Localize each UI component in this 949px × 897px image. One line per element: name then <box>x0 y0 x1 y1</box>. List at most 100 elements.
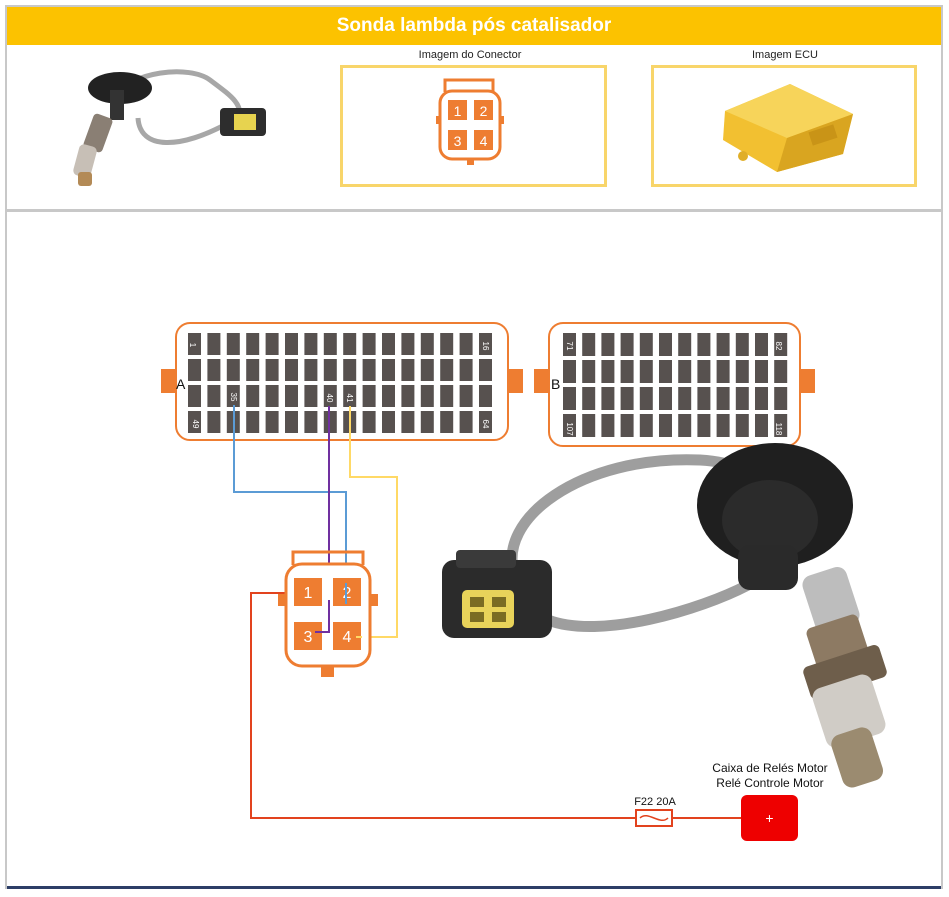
ecu-pin <box>226 333 240 355</box>
ecu-pin <box>639 360 653 383</box>
ecu-pin <box>716 360 730 383</box>
ecu-pin <box>188 359 201 381</box>
ecu-pin <box>755 333 768 356</box>
ecu-pin <box>582 360 596 383</box>
ecu-pin <box>678 414 692 437</box>
connector-thumbnail: 1 2 3 4 <box>436 78 504 165</box>
thumb-pin-3: 3 <box>454 133 462 149</box>
ecu-pin <box>188 385 201 407</box>
ecu-pin <box>459 411 473 433</box>
ecu-pin <box>459 385 473 407</box>
ecu-pin <box>207 411 221 433</box>
ecu-connector-a-pins <box>188 333 492 433</box>
thumb-pin-2: 2 <box>480 103 488 119</box>
ecu-pin <box>601 387 615 410</box>
ecu-pin <box>582 333 596 356</box>
oxygen-sensor-illustration <box>442 443 887 788</box>
ecu-pin <box>304 359 318 381</box>
ecu-pin <box>440 359 454 381</box>
ecu-pin <box>246 411 260 433</box>
ecu-pin <box>755 414 768 437</box>
bottom-border <box>7 886 941 889</box>
pin-label-a1: 1 <box>188 343 197 348</box>
power-source-relay <box>741 795 798 841</box>
pin-label-a35: 35 <box>229 393 238 402</box>
ecu-pin <box>207 333 221 355</box>
pin-label-b82: 82 <box>774 342 783 351</box>
thumb-pin-1: 1 <box>454 103 462 119</box>
ecu-pin <box>265 359 279 381</box>
page-title: Sonda lambda pós catalisador <box>7 7 941 45</box>
connector-b-label: B <box>551 376 560 392</box>
ecu-pin <box>304 333 318 355</box>
ecu-pin <box>678 387 692 410</box>
ecu-pin <box>401 359 415 381</box>
ecu-pin <box>420 333 434 355</box>
ecu-pin <box>735 333 749 356</box>
ecu-pin <box>362 333 376 355</box>
ecu-pin <box>401 385 415 407</box>
ecu-pin <box>382 359 395 381</box>
ecu-pin <box>265 385 279 407</box>
pin-label-b118: 118 <box>774 423 783 436</box>
ecu-pin <box>440 333 454 355</box>
connector-pin-3: 3 <box>304 629 313 646</box>
ecu-pin <box>755 360 768 383</box>
ecu-pin <box>735 387 749 410</box>
ecu-pin <box>639 387 653 410</box>
connector-image-caption: Imagem do Conector <box>418 49 522 61</box>
ecu-pin <box>716 414 730 437</box>
connector-pin-2: 2 <box>343 585 352 602</box>
ecu-pin <box>362 411 376 433</box>
ecu-pin <box>735 414 749 437</box>
relay-box-label: Caixa de Relés Motor <box>712 761 827 775</box>
ecu-pin <box>207 359 221 381</box>
ecu-pin <box>304 385 318 407</box>
ecu-connector-a <box>175 322 509 441</box>
pin-label-a64: 64 <box>481 420 490 429</box>
ecu-pin <box>620 387 634 410</box>
ecu-pin <box>659 333 672 356</box>
relay-label: Relé Controle Motor <box>716 776 823 790</box>
ecu-pin <box>755 387 768 410</box>
ecu-pin <box>304 411 318 433</box>
ecu-pin <box>774 414 788 437</box>
ecu-pin <box>188 333 201 355</box>
connector-a-label: A <box>176 376 186 392</box>
ecu-pin <box>735 360 749 383</box>
ecu-pin <box>285 411 298 433</box>
ecu-pin <box>207 385 221 407</box>
ecu-pin <box>285 385 298 407</box>
ecu-pin <box>362 359 376 381</box>
connector-image-box <box>340 65 607 187</box>
ecu-pin <box>323 359 337 381</box>
connector-pin-4: 4 <box>343 629 352 646</box>
ecu-pin <box>479 411 492 433</box>
ecu-image-caption: Imagem ECU <box>751 49 819 61</box>
ecu-pin <box>285 359 298 381</box>
ecu-pin <box>697 387 711 410</box>
ecu-pin <box>774 333 788 356</box>
ecu-pin <box>265 333 279 355</box>
fuse-label: F22 20A <box>634 796 676 808</box>
sensor-thumbnail <box>73 69 266 186</box>
ecu-pin <box>382 333 395 355</box>
ecu-pin <box>420 359 434 381</box>
ecu-pin <box>226 385 240 407</box>
ecu-pin <box>440 385 454 407</box>
ecu-connector-b-pins <box>563 333 788 437</box>
ecu-pin <box>382 385 395 407</box>
ecu-pin <box>716 333 730 356</box>
ecu-pin <box>246 333 260 355</box>
ecu-pin <box>659 387 672 410</box>
ecu-pin <box>678 333 692 356</box>
ecu-pin <box>620 333 634 356</box>
ecu-pin <box>678 360 692 383</box>
ecu-pin <box>479 333 492 355</box>
ecu-pin <box>440 411 454 433</box>
ecu-pin <box>226 359 240 381</box>
ecu-pin <box>774 387 788 410</box>
ecu-pin <box>601 414 615 437</box>
plus-symbol: + <box>765 810 773 826</box>
